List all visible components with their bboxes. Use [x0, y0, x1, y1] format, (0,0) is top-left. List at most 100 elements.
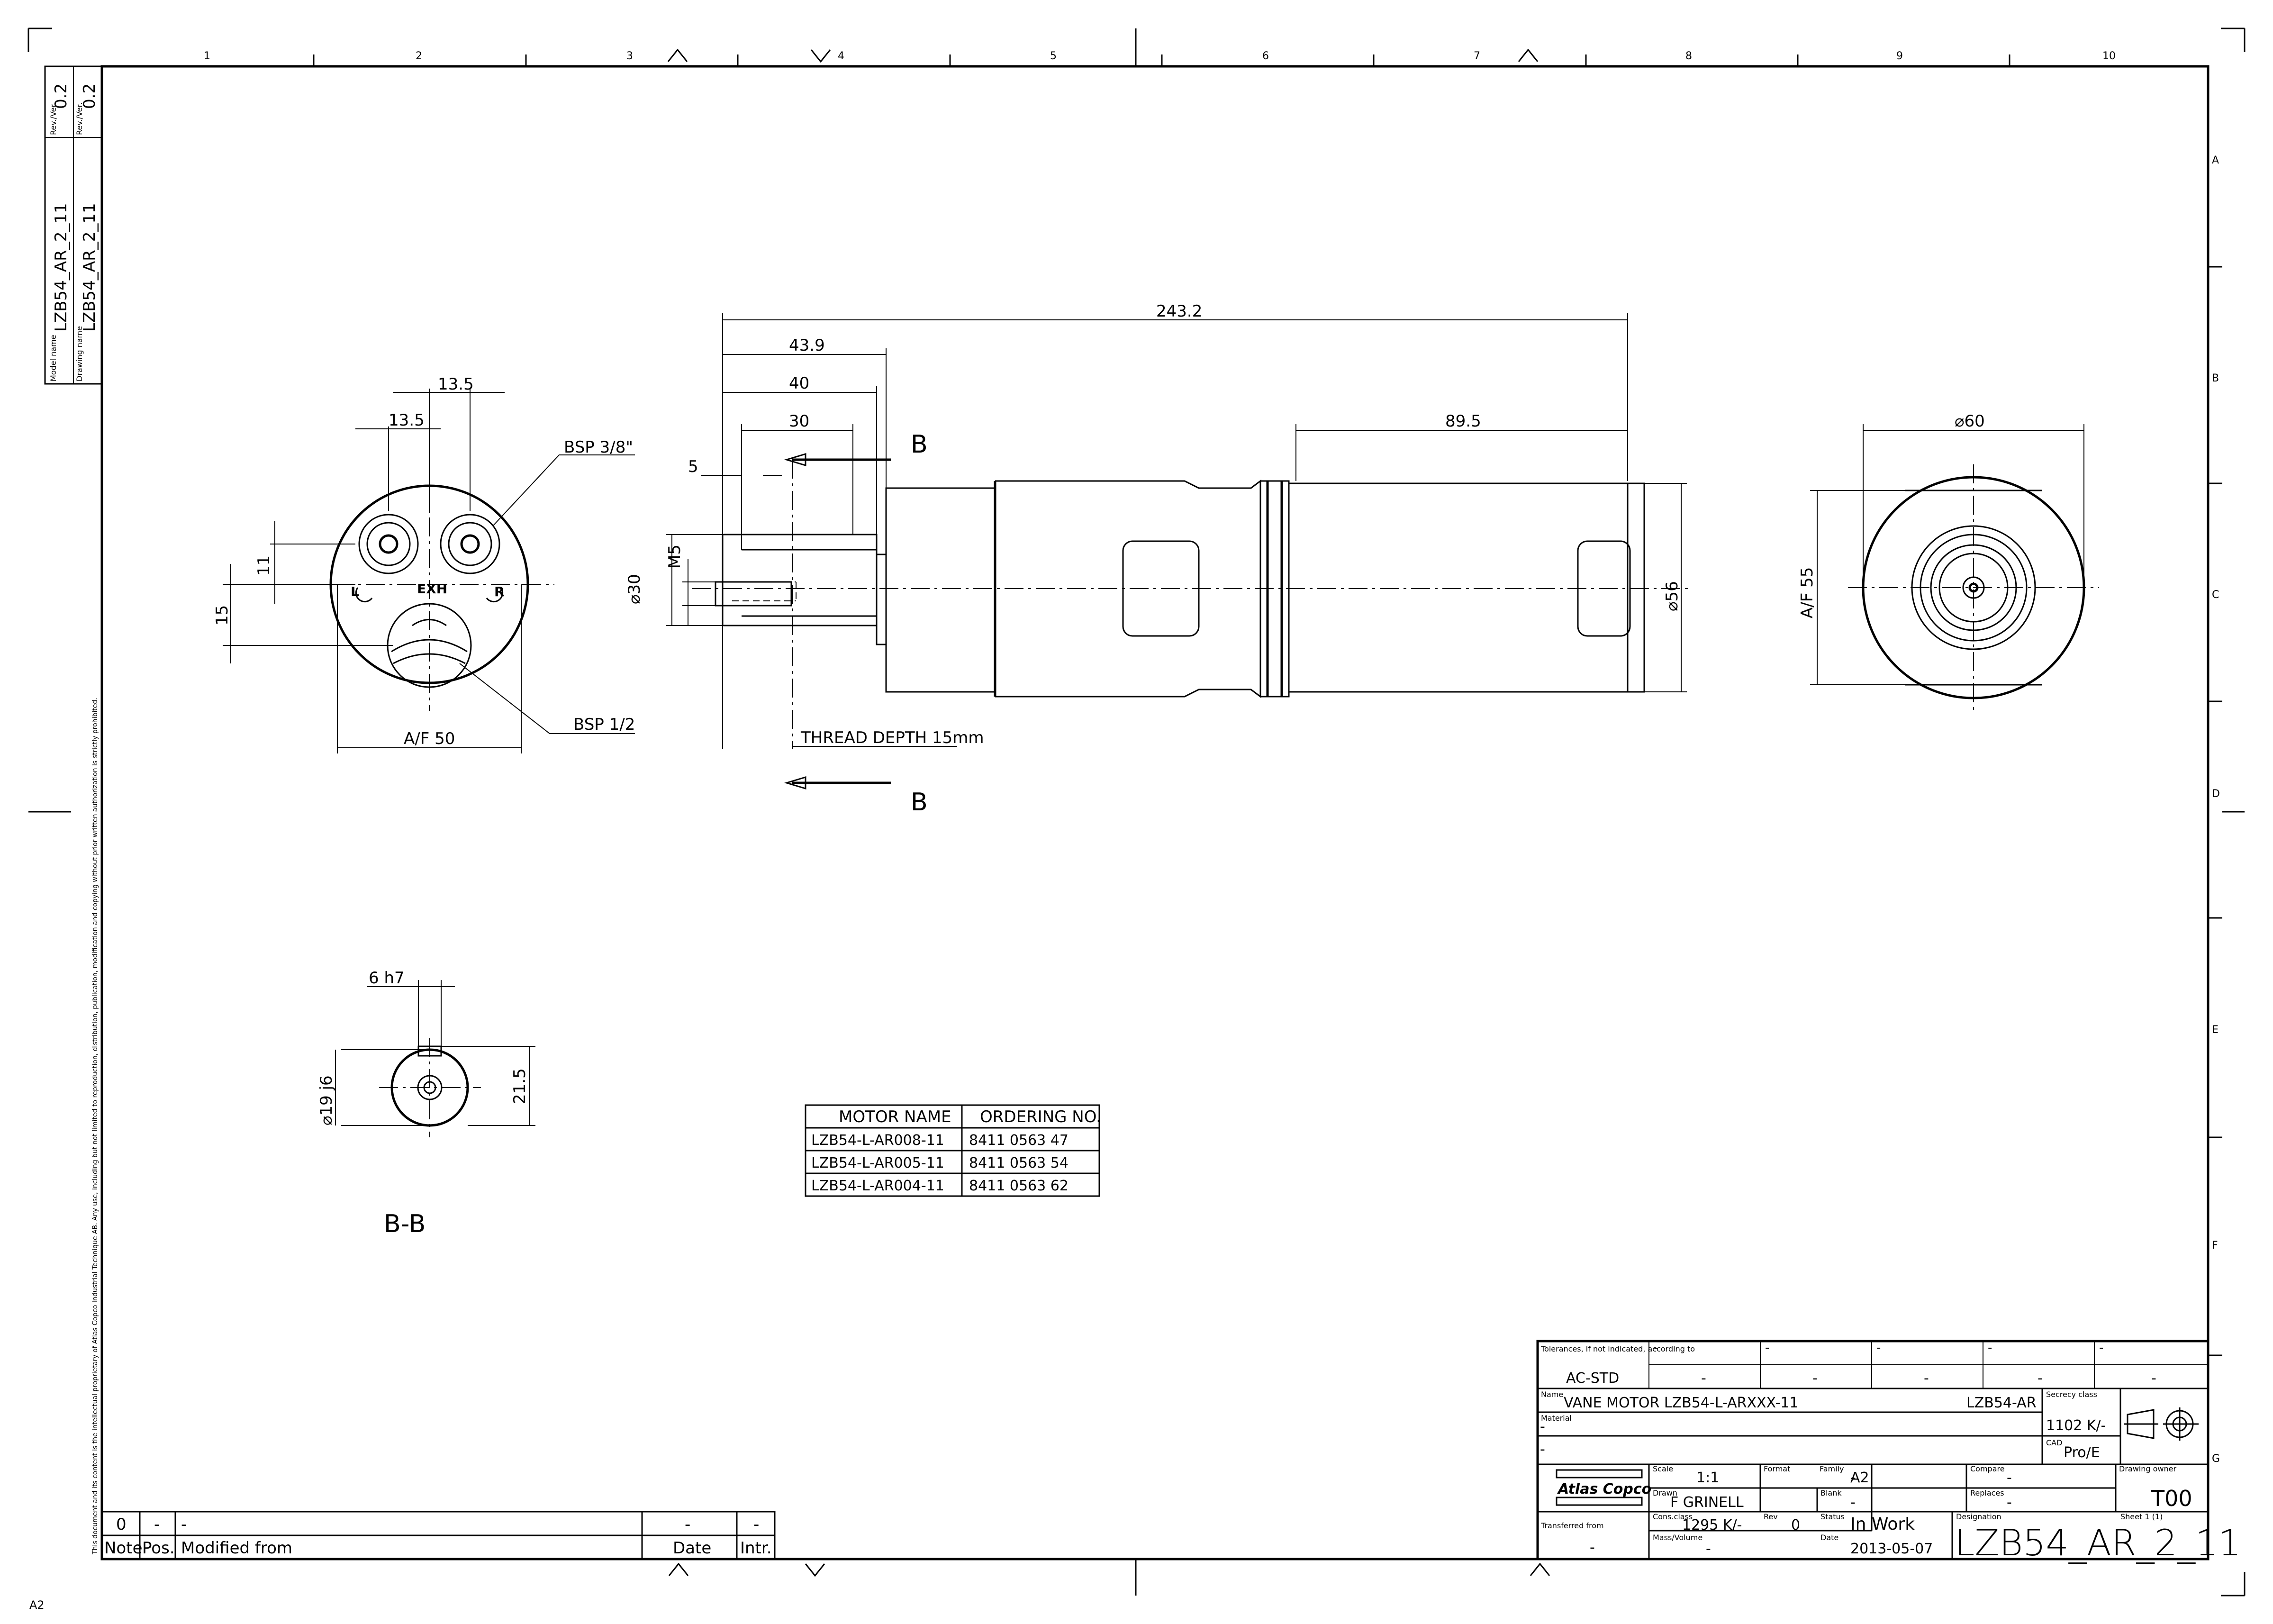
family-label: Family — [1820, 1464, 1844, 1473]
row-label: G — [2212, 1453, 2220, 1465]
side-strip: Model name LZB54_AR_2_11 Drawing name LZ… — [44, 65, 103, 1555]
column-label: 7 — [1474, 50, 1480, 62]
tol-dash: - — [1654, 1341, 1658, 1355]
tol-dash: - — [1812, 1370, 1818, 1387]
replaces-value: - — [2007, 1494, 2012, 1511]
rev-label: Rev./Ver. — [49, 102, 58, 135]
replaces-label: Replaces — [1970, 1488, 2004, 1497]
rev-header-note: Note — [104, 1539, 142, 1558]
front-view: L R EXH 13.5 13.5 11 15 A/F 50 BSP 3/8" … — [213, 375, 635, 753]
dim-11: 11 — [254, 555, 273, 576]
callout-bsp-1-2: BSP 1/2 — [573, 715, 635, 734]
format-value: A2 — [1850, 1470, 1869, 1486]
dim-89-5: 89.5 — [1445, 412, 1481, 431]
dim-243-2: 243.2 — [1156, 302, 1202, 321]
section-mark-top: B — [911, 430, 928, 459]
mass-label: Mass/Volume — [1653, 1533, 1702, 1542]
column-label: 5 — [1050, 50, 1057, 62]
row-label: A — [2212, 154, 2219, 166]
table-cell-motor-name: LZB54-L-AR008-11 — [811, 1132, 944, 1149]
rev-label: Rev — [1764, 1512, 1778, 1521]
date-value: 2013-05-07 — [1850, 1541, 1933, 1557]
scale-value: 1:1 — [1696, 1470, 1719, 1486]
table-header-motor-name: MOTOR NAME — [839, 1107, 951, 1126]
rev-desc: - — [181, 1515, 187, 1534]
centering-marks — [667, 48, 1550, 1577]
compare-value: - — [2007, 1470, 2012, 1486]
rev-header-intr: Intr. — [740, 1539, 772, 1558]
dim-21-5: 21.5 — [510, 1068, 529, 1104]
column-label: 4 — [838, 50, 844, 62]
tol-dash: - — [1876, 1341, 1881, 1355]
drawing-name-value: LZB54_AR_2_11 — [80, 203, 99, 332]
transferred-value: - — [1590, 1539, 1595, 1556]
tol-dash: - — [1701, 1370, 1706, 1387]
dim-dia-56: ⌀56 — [1663, 581, 1682, 611]
table-cell-ordering-no: 8411 0563 54 — [969, 1155, 1069, 1171]
blank-label: Blank — [1820, 1488, 1842, 1497]
material-value-2: - — [1540, 1441, 1545, 1458]
scale-label: Scale — [1653, 1464, 1673, 1473]
logo-text: Atlas Copco — [1557, 1481, 1651, 1497]
tol-dash: - — [2038, 1370, 2043, 1387]
status-value: In Work — [1850, 1515, 1915, 1534]
dim-19j6: ⌀19 j6 — [317, 1075, 336, 1125]
row-label: B — [2212, 372, 2219, 384]
corner-format-mark: A2 — [29, 1598, 45, 1612]
name-value: VANE MOTOR LZB54-L-ARXXX-11 — [1564, 1395, 1799, 1411]
dim-43-9: 43.9 — [789, 336, 825, 355]
tol-dash: - — [1924, 1370, 1929, 1387]
blank-value: - — [1850, 1494, 1856, 1511]
title-block: Tolerances, if not indicated, according … — [1536, 1340, 2241, 1564]
table-cell-ordering-no: 8411 0563 62 — [969, 1178, 1069, 1194]
dim-af55: A/F 55 — [1798, 567, 1817, 618]
dim-13-5-left: 13.5 — [389, 411, 425, 430]
row-label: F — [2212, 1240, 2218, 1252]
dim-40: 40 — [789, 374, 809, 393]
atlas-copco-logo: Atlas Copco — [1556, 1469, 1651, 1506]
revision-block: 0 - - - - Note Pos. Modified from Date I… — [101, 1511, 776, 1560]
table-cell-motor-name: LZB54-L-AR004-11 — [811, 1178, 944, 1194]
column-label: 6 — [1262, 50, 1269, 62]
rev-pos: - — [154, 1515, 160, 1534]
tol-dash: - — [1988, 1341, 1992, 1355]
designation-value: LZB54_AR_2_11 — [1955, 1522, 2241, 1564]
rev-note: 0 — [116, 1515, 127, 1534]
port-r-label: R — [494, 584, 505, 599]
section-label: B-B — [384, 1210, 426, 1238]
tol-dash: - — [1765, 1341, 1769, 1355]
name-label: Name — [1541, 1390, 1563, 1399]
port-l-label: L — [351, 584, 359, 599]
dim-30: 30 — [789, 412, 809, 431]
projection-symbol-icon — [2124, 1407, 2199, 1441]
compare-label: Compare — [1970, 1464, 2005, 1473]
dim-af50: A/F 50 — [404, 729, 455, 748]
column-label: 3 — [626, 50, 633, 62]
motor-table: MOTOR NAME ORDERING NO. LZB54-L-AR008-11… — [805, 1104, 1101, 1197]
cons-class-value: 1295 K/- — [1682, 1517, 1742, 1533]
table-cell-ordering-no: 8411 0563 47 — [969, 1132, 1069, 1149]
drawn-label: Drawn — [1653, 1488, 1677, 1497]
column-label: 8 — [1685, 50, 1692, 62]
model-name-value: LZB54_AR_2_11 — [52, 203, 71, 332]
dim-6h7: 6 h7 — [369, 969, 405, 988]
rev-header-pos: Pos. — [142, 1539, 175, 1558]
rev-header-date: Date — [673, 1539, 711, 1558]
table-header-ordering-no: ORDERING NO. — [980, 1107, 1101, 1126]
rev-value: 0 — [1791, 1517, 1800, 1533]
secrecy-label: Secrecy class — [2046, 1390, 2097, 1399]
drawing-owner-value: T00 — [2151, 1486, 2192, 1511]
tol-value: AC-STD — [1566, 1370, 1619, 1387]
trim-marks — [27, 27, 2246, 1597]
material-value: - — [1540, 1418, 1545, 1435]
side-view: B B 243.2 43.9 40 30 5 89.5 ⌀30 M5 — [625, 302, 1692, 817]
name-code: LZB54-AR — [1966, 1395, 2037, 1411]
dim-dia-60: ⌀60 — [1955, 412, 1985, 431]
row-label: D — [2212, 788, 2220, 800]
cons-class-label: Cons.class — [1653, 1512, 1693, 1521]
dim-13-5-right: 13.5 — [438, 375, 474, 394]
row-zones — [2208, 266, 2222, 1356]
column-label: 2 — [416, 50, 422, 62]
transferred-label: Transferred from — [1540, 1521, 1604, 1530]
